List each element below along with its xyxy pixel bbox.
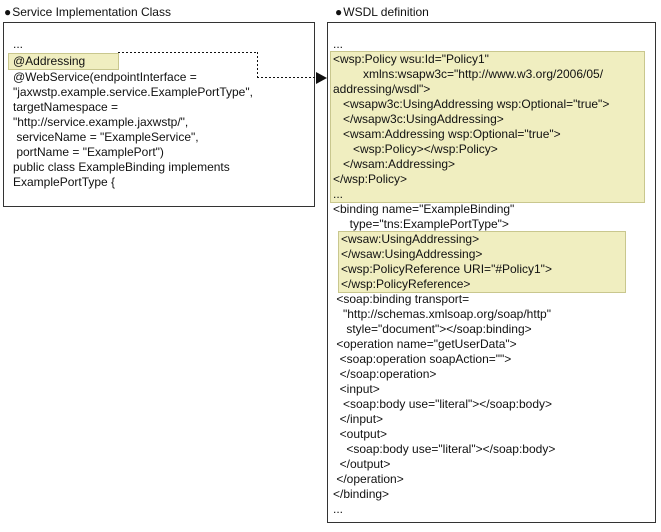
- code-segment: <soap:binding transport= "http://schemas…: [333, 292, 655, 517]
- bullet-icon: ●: [4, 5, 12, 19]
- code-line: xmlns:wsapw3c="http://www.w3.org/2006/05…: [333, 66, 604, 81]
- arrow-dashed-segment: [257, 52, 258, 78]
- code-line: </wsapw3c:UsingAddressing>: [333, 111, 504, 126]
- code-line: ...: [333, 501, 344, 516]
- bullet-icon: ●: [335, 5, 343, 19]
- code-line: <soap:body use="literal"></soap:body>: [333, 396, 553, 411]
- code-line: <binding name="ExampleBinding": [333, 201, 515, 216]
- code-line: <output>: [333, 426, 388, 441]
- code-line: ExamplePortType {: [13, 174, 116, 189]
- code-line: </output>: [333, 456, 391, 471]
- code-line: portName = "ExamplePort"): [13, 144, 164, 159]
- code-line: targetNamespace =: [13, 99, 119, 114]
- code-line: addressing/wsdl">: [333, 81, 431, 96]
- code-line: ...: [333, 36, 344, 51]
- code-segment: ...: [333, 37, 655, 52]
- code-line: "http://schemas.xmlsoap.org/soap/http": [333, 306, 551, 321]
- code-line: <input>: [333, 381, 380, 396]
- right-panel-title-label: WSDL definition: [343, 5, 429, 19]
- code-line: </wsaw:UsingAddressing>: [341, 246, 483, 261]
- code-line: ...: [333, 186, 344, 201]
- left-panel-title: ● Service Implementation Class: [4, 4, 171, 20]
- code-line: ...: [13, 36, 24, 51]
- code-line: <operation name="getUserData">: [333, 336, 517, 351]
- arrowhead-icon: [316, 71, 327, 84]
- code-line: @Addressing: [13, 53, 86, 68]
- left-code: ...@Addressing@WebService(endpointInterf…: [4, 37, 314, 190]
- code-line: <wsp:Policy wsu:Id="Policy1": [333, 51, 489, 66]
- left-panel-title-label: Service Implementation Class: [12, 5, 171, 19]
- code-line: <wsp:Policy></wsp:Policy>: [333, 141, 498, 156]
- code-line: </wsp:PolicyReference>: [341, 276, 471, 291]
- code-line: public class ExampleBinding implements: [13, 159, 230, 174]
- code-line: style="document"></soap:binding>: [333, 321, 532, 336]
- code-line: </wsam:Addressing>: [333, 156, 456, 171]
- code-segment: <binding name="ExampleBinding" type="tns…: [333, 202, 655, 232]
- code-line: </binding>: [333, 486, 390, 501]
- code-line: </operation>: [333, 471, 404, 486]
- right-panel-title: ● WSDL definition: [335, 4, 429, 20]
- code-line: <soap:binding transport=: [333, 291, 470, 306]
- code-line: <soap:operation soapAction="">: [333, 351, 512, 366]
- highlighted-code-segment: <wsp:Policy wsu:Id="Policy1" xmlns:wsapw…: [330, 50, 645, 203]
- code-line: <wsaw:UsingAddressing>: [341, 231, 480, 246]
- service-implementation-box: ...@Addressing@WebService(endpointInterf…: [3, 22, 315, 207]
- code-line: <wsp:PolicyReference URI="#Policy1">: [341, 261, 552, 276]
- code-line: <soap:body use="literal"></soap:body>: [333, 441, 556, 456]
- code-line: <wsam:Addressing wsp:Optional="true">: [333, 126, 561, 141]
- code-line: </wsp:Policy>: [333, 171, 408, 186]
- code-segment: @WebService(endpointInterface ="jaxwstp.…: [13, 70, 314, 190]
- code-line: "jaxwstp.example.service.ExamplePortType…: [13, 84, 253, 99]
- code-line: </input>: [333, 411, 384, 426]
- right-code: ...<wsp:Policy wsu:Id="Policy1" xmlns:ws…: [328, 37, 655, 517]
- arrow-dashed-segment: [257, 77, 317, 78]
- wsdl-definition-box: ...<wsp:Policy wsu:Id="Policy1" xmlns:ws…: [327, 22, 656, 523]
- highlighted-code-segment: <wsaw:UsingAddressing></wsaw:UsingAddres…: [338, 230, 626, 293]
- code-line: serviceName = "ExampleService",: [13, 129, 199, 144]
- code-line: "http://service.example.jaxwstp/",: [13, 114, 189, 129]
- code-line: <wsapw3c:UsingAddressing wsp:Optional="t…: [333, 96, 610, 111]
- code-line: </soap:operation>: [333, 366, 437, 381]
- arrow-dashed-segment: [118, 52, 257, 53]
- code-line: @WebService(endpointInterface =: [13, 69, 197, 84]
- code-segment: ...: [13, 37, 314, 52]
- code-line: type="tns:ExamplePortType">: [333, 216, 509, 231]
- highlighted-code-segment: @Addressing: [8, 52, 119, 70]
